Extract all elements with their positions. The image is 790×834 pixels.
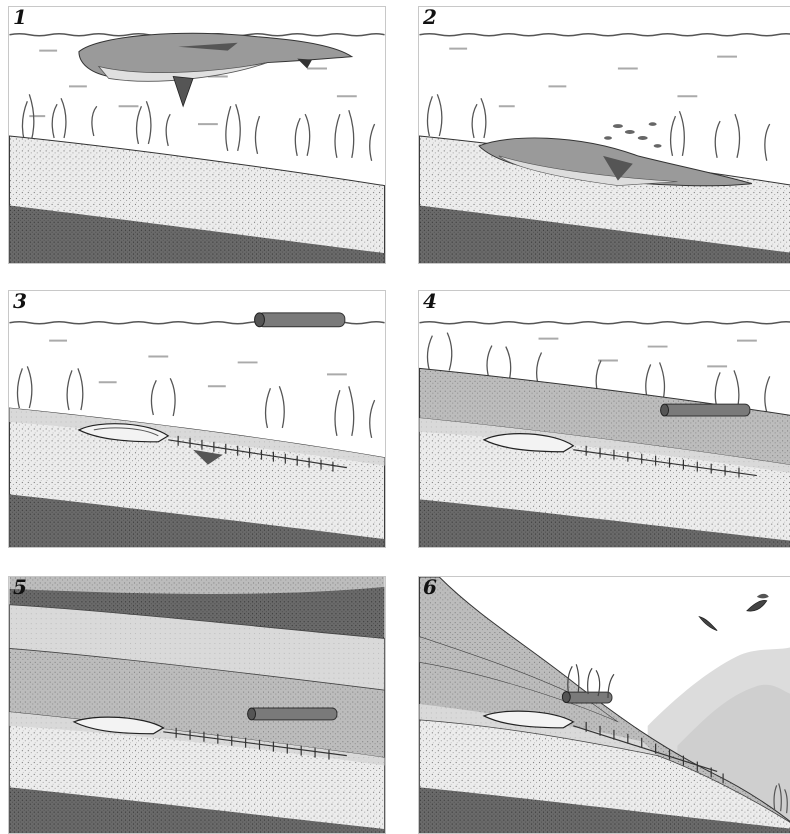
- panel-number: 5: [13, 576, 27, 599]
- panel-number: 3: [13, 290, 27, 313]
- panel-6: 6: [418, 576, 790, 834]
- sunken-log: [661, 404, 750, 416]
- scene-living-whale: [9, 7, 385, 263]
- panel-5: 5: [8, 576, 386, 834]
- panel-3: 3: [8, 290, 386, 548]
- panel-1: 1: [8, 6, 386, 264]
- scene-uplift-erosion: [419, 577, 790, 833]
- floating-log: [255, 313, 345, 327]
- buried-log: [248, 708, 337, 720]
- scene-skeleton-buried: [419, 291, 790, 547]
- panel-number: 1: [13, 6, 27, 29]
- exposed-log: [562, 692, 612, 703]
- panel-number: 6: [423, 576, 437, 599]
- panel-2: 2: [418, 6, 790, 264]
- panel-4: 4: [418, 290, 790, 548]
- panel-number: 4: [423, 290, 437, 313]
- scene-deep-burial: [9, 577, 385, 833]
- scene-skeleton-partial-burial: [9, 291, 385, 547]
- panel-number: 2: [423, 6, 437, 29]
- scene-whale-carcass: [419, 7, 790, 263]
